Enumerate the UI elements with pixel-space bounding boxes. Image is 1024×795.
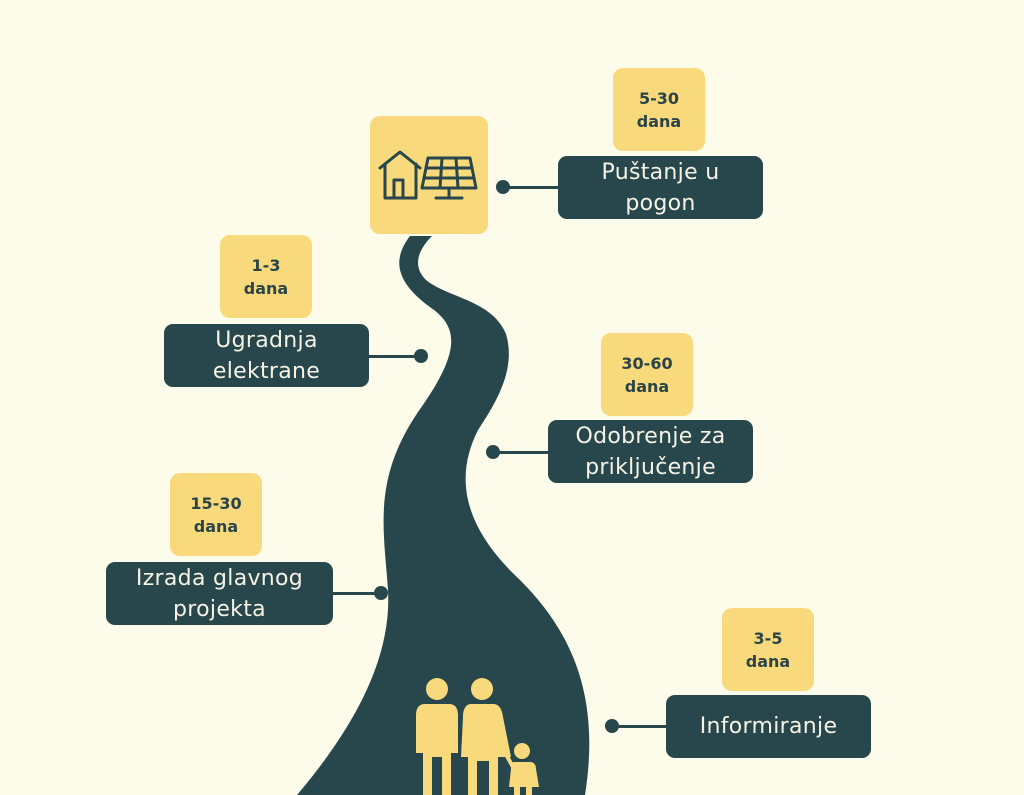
connector-line <box>493 451 548 454</box>
duration-value: 30-60 <box>621 353 673 373</box>
duration-value: 1-3 <box>251 255 281 275</box>
duration-badge-informiranje: 3-5 dana <box>722 608 814 691</box>
step-box-ugradnja: Ugradnja elektrane <box>164 324 369 387</box>
duration-value: 15-30 <box>190 493 242 513</box>
duration-unit: dana <box>243 278 289 298</box>
family-icon <box>416 678 539 795</box>
duration-badge-izrada: 15-30 dana <box>170 473 262 556</box>
connector-line <box>612 725 666 728</box>
duration-value: 3-5 <box>753 628 783 648</box>
step-label: Puštanje u pogon <box>601 159 720 216</box>
connector-dot <box>374 586 388 600</box>
duration-unit: dana <box>624 376 670 396</box>
duration-unit: dana <box>636 111 682 131</box>
road-path <box>297 236 590 795</box>
step-box-pustanje: Puštanje u pogon <box>558 156 763 219</box>
step-box-informiranje: Informiranje <box>666 695 871 758</box>
duration-value: 5-30 <box>638 88 680 108</box>
duration-unit: dana <box>193 516 239 536</box>
connector-dot <box>605 719 619 733</box>
connector-line <box>333 592 383 595</box>
duration-badge-pustanje: 5-30 dana <box>613 68 705 151</box>
step-label: Ugradnja elektrane <box>212 327 321 384</box>
step-box-izrada: Izrada glavnog projekta <box>106 562 333 625</box>
step-label: Odobrenje za priključenje <box>575 423 726 480</box>
solar-house-icon-box <box>370 116 488 234</box>
connector-dot <box>496 180 510 194</box>
house-solar-panel-icon <box>378 150 478 200</box>
duration-unit: dana <box>745 651 791 671</box>
step-label: Informiranje <box>699 714 838 739</box>
duration-badge-ugradnja: 1-3 dana <box>220 235 312 318</box>
step-box-odobrenje: Odobrenje za priključenje <box>548 420 753 483</box>
connector-line <box>369 355 422 358</box>
connector-dot <box>414 349 428 363</box>
step-label: Izrada glavnog projekta <box>135 565 304 622</box>
connector-dot <box>486 445 500 459</box>
duration-badge-odobrenje: 30-60 dana <box>601 333 693 416</box>
connector-line <box>503 186 558 189</box>
